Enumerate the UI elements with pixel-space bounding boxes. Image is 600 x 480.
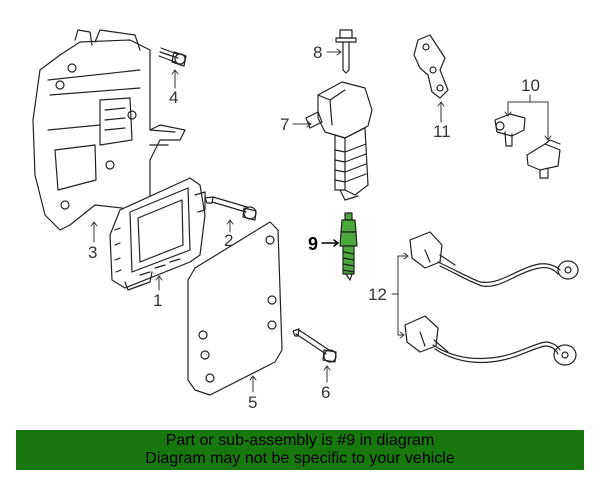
callout-10: 10 — [521, 76, 540, 95]
callout-4: 4 — [169, 88, 179, 107]
banner-line-1: Part or sub-assembly is #9 in diagram — [165, 432, 435, 449]
callout-7: 7 — [280, 115, 290, 134]
ecu-bracket-part — [32, 29, 186, 231]
bracket-part-11 — [413, 34, 449, 99]
bolt-part-2 — [204, 196, 257, 221]
callout-6: 6 — [321, 383, 331, 402]
bolt-part-6 — [292, 328, 337, 363]
callout-12: 12 — [368, 285, 387, 304]
bolt-part-8 — [335, 29, 357, 74]
ecu-module-part — [109, 177, 206, 291]
callout-3: 3 — [88, 243, 98, 262]
callout-1: 1 — [153, 291, 163, 310]
banner-line-2: Diagram may not be specific to your vehi… — [145, 450, 455, 467]
callout-2: 2 — [224, 231, 234, 250]
cover-plate-part — [187, 221, 283, 396]
bolt-part-4 — [158, 47, 187, 67]
callout-5: 5 — [248, 393, 258, 412]
ignition-coil-part — [305, 81, 373, 201]
callout-8: 8 — [313, 43, 323, 62]
info-banner: Part or sub-assembly is #9 in diagram Di… — [16, 430, 584, 470]
sensor-part-10 — [494, 113, 561, 179]
callout-9: 9 — [308, 234, 319, 254]
leader-lines — [90, 48, 552, 393]
callout-11: 11 — [433, 122, 451, 141]
knock-sensor-part-12 — [404, 231, 579, 366]
spark-plug-part — [339, 212, 358, 281]
